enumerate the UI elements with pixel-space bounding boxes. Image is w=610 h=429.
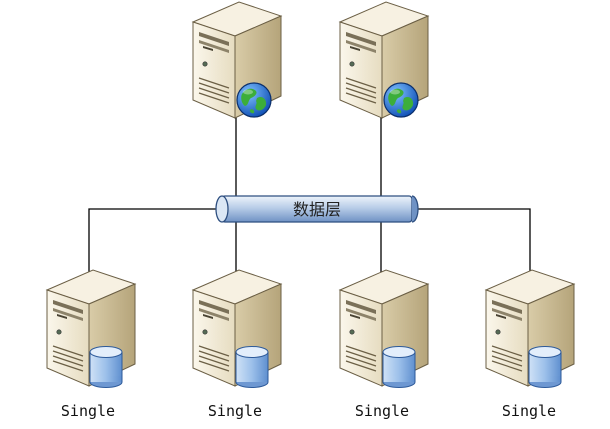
database-icon (89, 346, 123, 388)
bus-left-cap (215, 195, 229, 223)
bus-right-cap (411, 195, 419, 223)
bus-label: 数据层 (293, 200, 341, 219)
node-2-label: Single (208, 402, 262, 420)
node-1 (46, 269, 136, 388)
database-icon (235, 346, 269, 388)
node-1-label: Single (61, 402, 115, 420)
globe-icon (236, 82, 272, 118)
globe-icon (383, 82, 419, 118)
node-3-label: Single (355, 402, 409, 420)
node-3 (339, 269, 429, 388)
web-server-2 (339, 1, 429, 119)
node-4 (485, 269, 575, 388)
data-layer-bus: 数据层 (215, 195, 419, 223)
database-icon (528, 346, 562, 388)
node-2 (192, 269, 282, 388)
node-labels: Single Single Single Single (61, 402, 556, 420)
database-icon (382, 346, 416, 388)
web-server-1 (192, 1, 282, 119)
node-4-label: Single (502, 402, 556, 420)
